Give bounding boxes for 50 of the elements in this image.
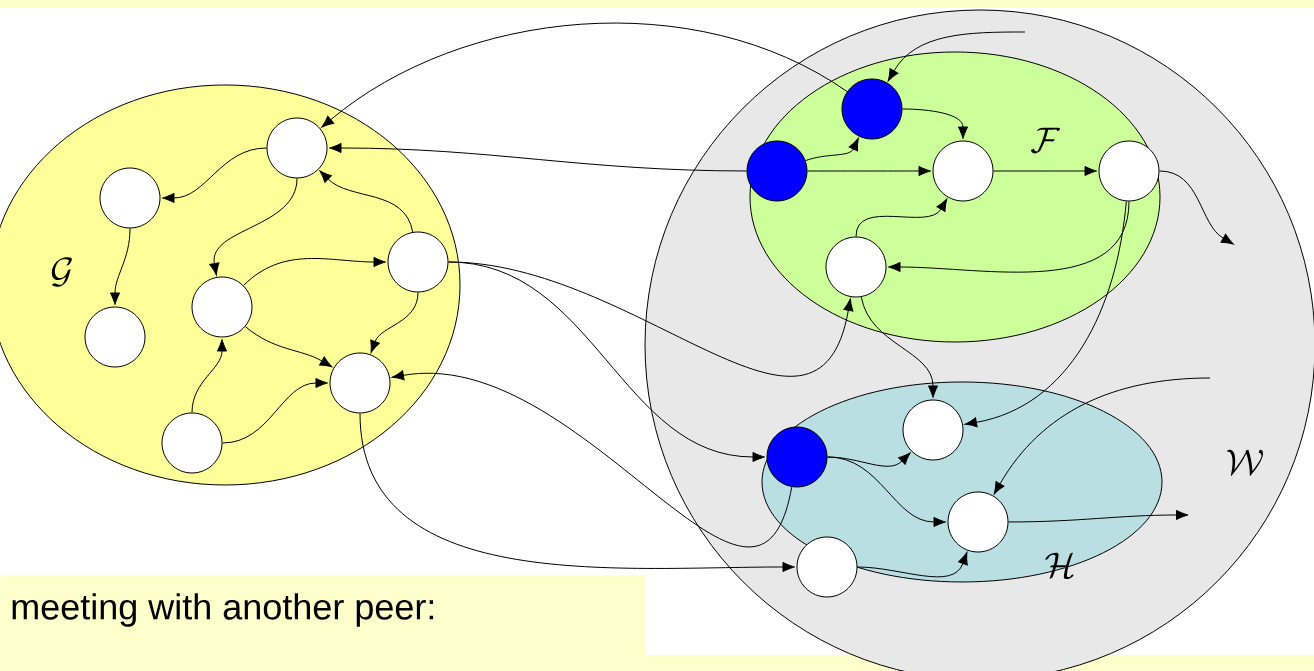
arrow: [807, 165, 932, 177]
arrow: [244, 326, 333, 368]
arrow: [109, 228, 131, 305]
arrow: [329, 142, 747, 172]
vertex-circle: [191, 276, 253, 338]
vertex-circle: [825, 236, 887, 298]
arrow: [993, 377, 1211, 495]
arrow: [1159, 170, 1234, 245]
arrow: [448, 261, 766, 463]
vertex-circle: [796, 536, 858, 598]
arrow: [209, 178, 298, 276]
arrow: [902, 108, 969, 139]
arrow: [222, 377, 329, 444]
vertex-circle: [84, 306, 146, 368]
set-label: $\mathcal{W}$: [1226, 449, 1264, 476]
arrow: [887, 31, 1026, 82]
arrow: [964, 200, 1127, 428]
arrow: [1008, 509, 1189, 523]
vertex-circle: [947, 491, 1009, 553]
vertex-circle: [746, 140, 808, 202]
vertex-circle: [99, 167, 161, 229]
vertex-circle: [766, 426, 828, 488]
arrow: [243, 256, 387, 286]
arrow: [321, 22, 848, 128]
vertex-circle: [932, 140, 994, 202]
arrow: [827, 452, 911, 467]
arrow: [805, 137, 859, 162]
arrow: [191, 338, 228, 413]
vertex-circle: [266, 117, 328, 179]
vertex-circle: [841, 78, 903, 140]
arrow: [860, 296, 939, 398]
arrow: [827, 456, 947, 528]
arrow: [888, 201, 1130, 273]
arrow: [855, 198, 948, 237]
vertex-circle: [1098, 140, 1160, 202]
arrow: [391, 370, 793, 547]
set-label: $\mathcal{F}$: [1030, 127, 1061, 154]
set-label: $\mathcal{H}$: [1045, 552, 1074, 580]
arrow: [370, 292, 419, 353]
set-label: $\mathcal{G}$: [51, 257, 72, 287]
arrow: [359, 413, 796, 573]
vertex-circle: [902, 399, 964, 461]
vertex-circle: [387, 231, 449, 293]
vertex-circle: [161, 412, 223, 474]
arrow: [993, 165, 1098, 177]
caption-text: meeting with another peer:: [0, 575, 646, 671]
arrow: [162, 147, 267, 204]
vertex-circle: [329, 352, 391, 414]
arrow: [857, 552, 968, 578]
arrow: [319, 170, 414, 233]
